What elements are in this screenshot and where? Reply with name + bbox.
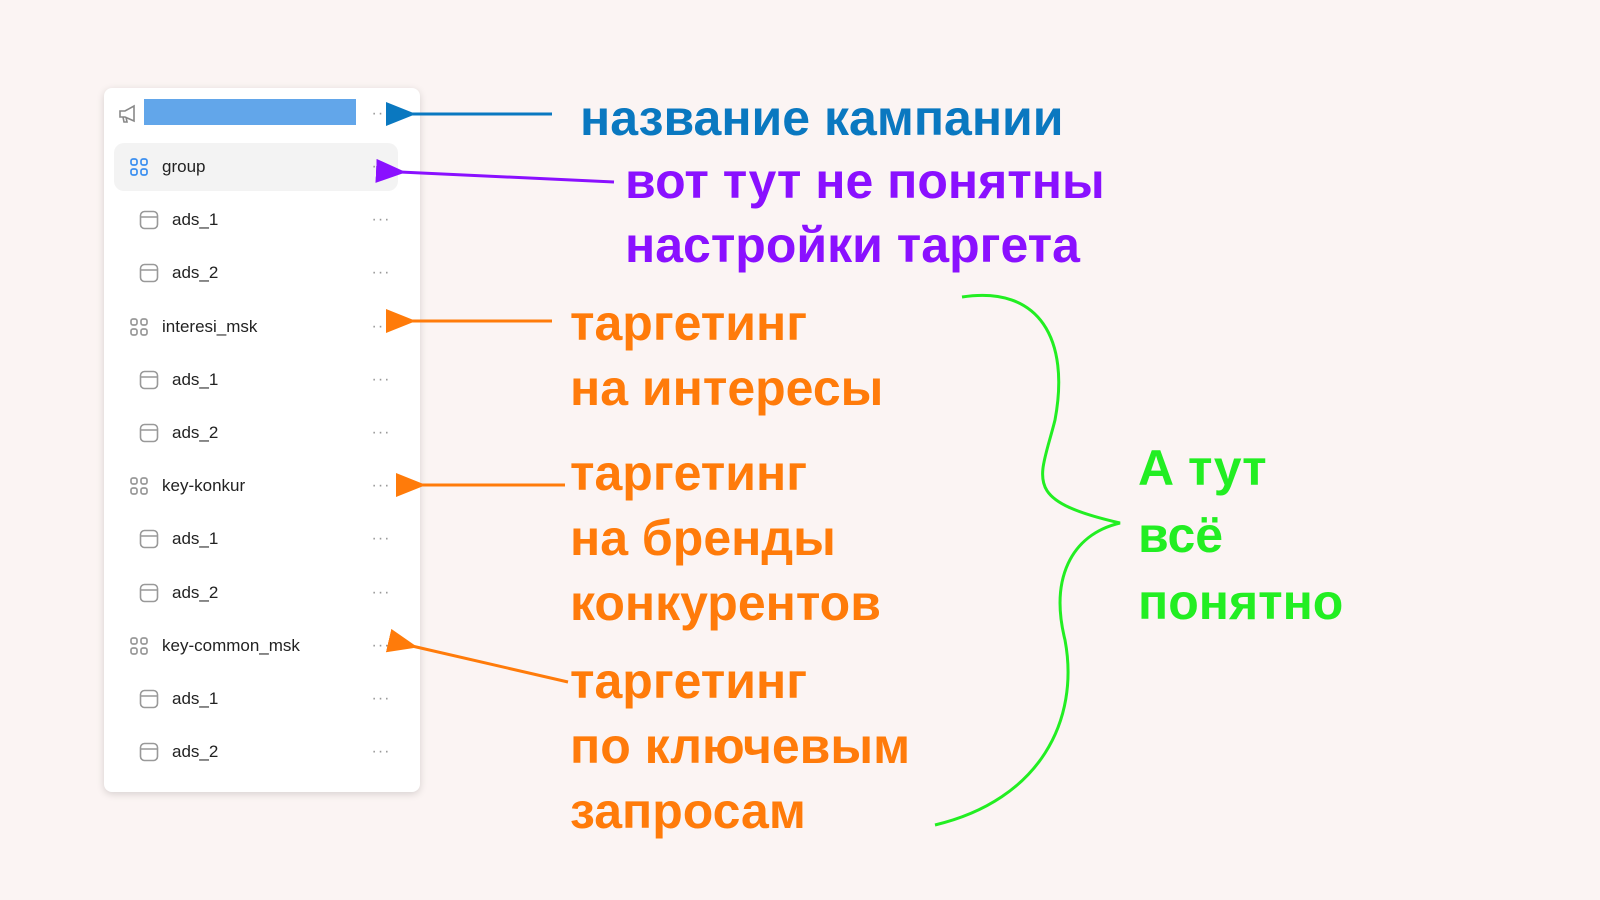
grid-icon bbox=[128, 475, 150, 497]
more-icon[interactable]: ··· bbox=[371, 477, 391, 495]
ad-window-icon bbox=[138, 422, 160, 444]
tree-row-label: ads_1 bbox=[172, 689, 219, 708]
ad-group-row[interactable]: group ··· bbox=[114, 143, 398, 191]
annotation-brands-3: конкурентов bbox=[570, 575, 881, 631]
arrow-keywords bbox=[385, 628, 569, 684]
ad-group-row[interactable]: key-konkur ··· bbox=[114, 462, 398, 510]
annotation-interests-1: таргетинг bbox=[570, 295, 808, 351]
annotation-keywords-2: по ключевым bbox=[570, 718, 911, 774]
tree-row-label: ads_1 bbox=[172, 369, 219, 389]
ad-window-icon bbox=[138, 262, 160, 284]
tree-row-label: ads_2 bbox=[172, 742, 219, 762]
annotation-keywords-3: запросам bbox=[570, 783, 806, 839]
ad-row[interactable]: ads_1 ··· bbox=[114, 515, 398, 563]
ad-window-icon bbox=[138, 688, 160, 710]
annotation-unclear-1: вот тут не понятны bbox=[625, 153, 1105, 209]
ad-row[interactable]: ads_1 ··· bbox=[114, 356, 398, 404]
ad-window-icon bbox=[138, 528, 160, 550]
curly-brace bbox=[934, 293, 1121, 827]
ad-window-icon bbox=[138, 209, 160, 231]
ad-row[interactable]: ads_1 ··· bbox=[114, 196, 398, 244]
more-icon[interactable]: ··· bbox=[371, 424, 391, 441]
tree-row-label: ads_2 bbox=[172, 423, 219, 442]
more-icon[interactable]: ··· bbox=[371, 264, 391, 282]
more-icon[interactable]: ··· bbox=[371, 690, 391, 707]
annotation-clear-1: А тут bbox=[1138, 440, 1267, 496]
ad-window-icon bbox=[138, 741, 160, 763]
annotation-keywords-1: таргетинг bbox=[570, 653, 808, 709]
campaign-tree-panel: ··· group ··· ads_1 ··· ads_2 ··· intere… bbox=[104, 88, 420, 792]
ad-row[interactable]: ads_2 ··· bbox=[114, 249, 398, 297]
tree-row-label: group bbox=[162, 157, 206, 176]
ad-row[interactable]: ads_1 ··· bbox=[114, 675, 398, 723]
campaign-name-redacted bbox=[144, 98, 356, 125]
megaphone-icon bbox=[118, 103, 140, 125]
annotation-clear-3: понятно bbox=[1138, 574, 1344, 630]
annotation-brands-2: на бренды bbox=[570, 510, 836, 566]
ad-window-icon bbox=[138, 582, 160, 604]
grid-icon bbox=[128, 156, 150, 178]
annotation-unclear-2: настройки таргета bbox=[625, 217, 1080, 273]
more-icon[interactable]: ··· bbox=[371, 105, 391, 122]
annotation-brands-1: таргетинг bbox=[570, 445, 808, 501]
more-icon[interactable]: ··· bbox=[371, 317, 391, 335]
tree-row-label: ads_1 bbox=[172, 210, 219, 230]
ad-row[interactable]: ads_2 ··· bbox=[114, 409, 398, 457]
more-icon[interactable]: ··· bbox=[371, 636, 391, 654]
tree-row-label: key-konkur bbox=[162, 476, 246, 496]
ad-group-row[interactable]: key-common_msk ··· bbox=[114, 622, 398, 670]
tree-row-label: ads_2 bbox=[172, 263, 219, 283]
more-icon[interactable]: ··· bbox=[371, 743, 391, 761]
more-icon[interactable]: ··· bbox=[371, 211, 391, 229]
grid-icon bbox=[128, 635, 150, 657]
tree-row-label: key-common_msk bbox=[162, 635, 300, 655]
more-icon[interactable]: ··· bbox=[371, 583, 391, 601]
more-icon[interactable]: ··· bbox=[371, 370, 391, 388]
tree-row-label: ads_1 bbox=[172, 529, 219, 549]
grid-icon bbox=[128, 316, 150, 338]
ad-row[interactable]: ads_2 ··· bbox=[114, 569, 398, 617]
campaign-row[interactable]: ··· bbox=[114, 90, 398, 138]
arrow-group bbox=[375, 158, 615, 184]
annotation-campaign-name: название кампании bbox=[580, 90, 1064, 146]
more-icon[interactable]: ··· bbox=[371, 530, 391, 548]
ad-window-icon bbox=[138, 369, 160, 391]
annotation-clear-2: всё bbox=[1138, 507, 1224, 563]
tree-row-label: ads_2 bbox=[172, 582, 219, 602]
tree-row-label: interesi_msk bbox=[162, 316, 258, 336]
annotation-interests-2: на интересы bbox=[570, 360, 884, 416]
ad-row[interactable]: ads_2 ··· bbox=[114, 728, 398, 776]
ad-group-row[interactable]: interesi_msk ··· bbox=[114, 303, 398, 351]
